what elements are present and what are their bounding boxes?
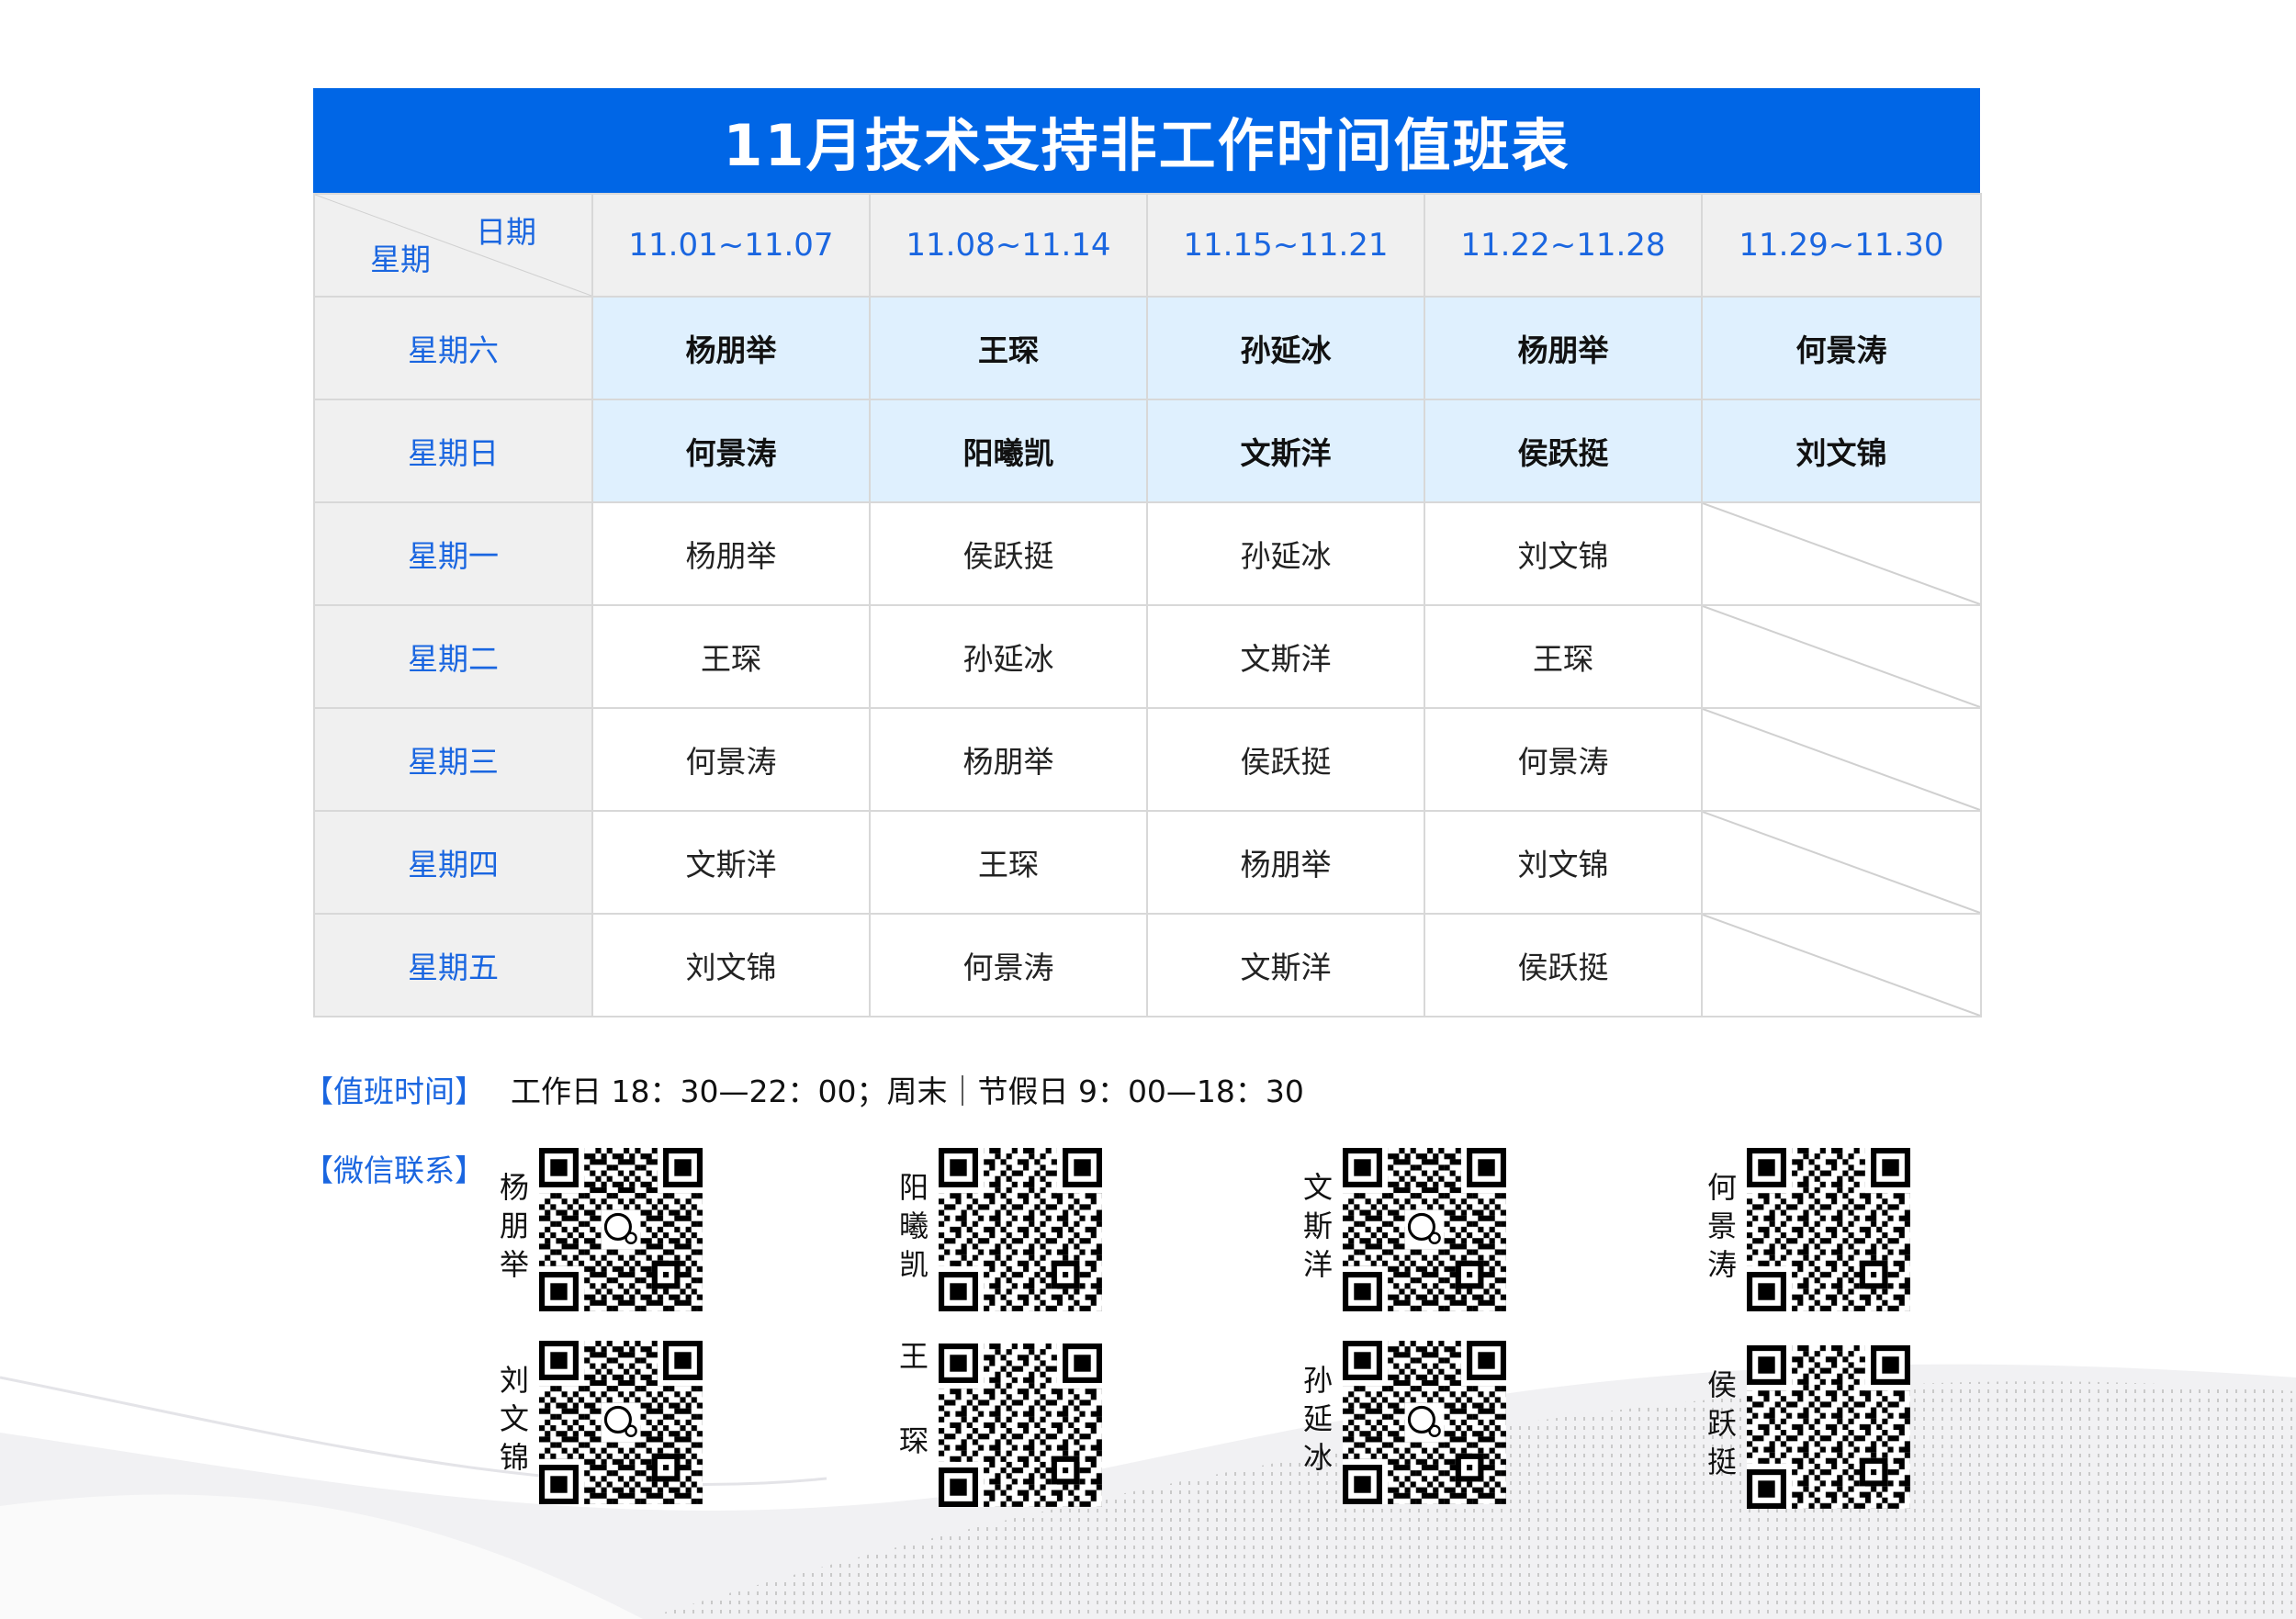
wechat-qr-code-icon[interactable] xyxy=(939,1148,1102,1311)
duty-cell: 侯跃挺 xyxy=(1424,399,1703,503)
wechat-contact[interactable]: 文斯洋 xyxy=(1295,1148,1506,1311)
weekday-label: 星期日 xyxy=(313,399,593,503)
duty-cell: 孙延冰 xyxy=(1146,296,1425,400)
table-row-wednesday: 星期三 何景涛 杨朋举 侯跃挺 何景涛 xyxy=(313,707,1982,812)
date-range-header: 11.22~11.28 xyxy=(1424,193,1703,298)
table-row-tuesday: 星期二 王琛 孙延冰 文斯洋 王琛 xyxy=(313,604,1982,709)
weekday-label: 星期二 xyxy=(313,604,593,709)
duty-cell: 刘文锦 xyxy=(1424,501,1703,606)
wechat-contact[interactable]: 孙延冰 xyxy=(1295,1341,1506,1504)
contact-name: 杨朋举 xyxy=(495,1172,530,1287)
duty-cell: 何景涛 xyxy=(1701,296,1982,400)
contact-name: 何景涛 xyxy=(1703,1172,1738,1287)
duty-time-line: 【值班时间】 工作日 18：30—22：00；周末｜节假日 9：00—18：30 xyxy=(303,1067,1304,1111)
empty-cell xyxy=(1701,604,1982,709)
duty-cell: 何景涛 xyxy=(1424,707,1703,812)
table-row-thursday: 星期四 文斯洋 王琛 杨朋举 刘文锦 xyxy=(313,810,1982,915)
duty-cell: 侯跃挺 xyxy=(1424,913,1703,1017)
weekday-label: 星期一 xyxy=(313,501,593,606)
wechat-contact[interactable]: 杨朋举 xyxy=(491,1148,703,1311)
wechat-qr-code-icon[interactable] xyxy=(1747,1148,1910,1311)
duty-cell: 杨朋举 xyxy=(869,707,1148,812)
wechat-qr-code-icon[interactable] xyxy=(1343,1341,1506,1504)
page-title: 11月技术支持非工作时间值班表 xyxy=(313,88,1980,193)
contact-name: 阳曦凯 xyxy=(895,1172,929,1287)
wechat-qr-code-icon[interactable] xyxy=(939,1344,1102,1507)
empty-cell xyxy=(1701,501,1982,606)
duty-cell: 王琛 xyxy=(869,810,1148,915)
empty-cell xyxy=(1701,810,1982,915)
duty-cell: 侯跃挺 xyxy=(1146,707,1425,812)
empty-cell xyxy=(1701,913,1982,1017)
duty-cell: 文斯洋 xyxy=(1146,913,1425,1017)
duty-cell: 孙延冰 xyxy=(869,604,1148,709)
duty-cell: 何景涛 xyxy=(591,707,871,812)
weekday-label: 星期三 xyxy=(313,707,593,812)
duty-cell: 孙延冰 xyxy=(1146,501,1425,606)
duty-cell: 阳曦凯 xyxy=(869,399,1148,503)
header-row: 日期 星期 11.01~11.07 11.08~11.14 11.15~11.2… xyxy=(313,193,1982,298)
duty-cell: 杨朋举 xyxy=(1424,296,1703,400)
duty-cell: 文斯洋 xyxy=(1146,399,1425,503)
contact-name: 刘文锦 xyxy=(495,1365,530,1480)
corner-date-label: 日期 xyxy=(476,214,536,250)
duty-schedule-sheet: 11月技术支持非工作时间值班表 日期 星期 11.01~11.07 11.08~… xyxy=(313,88,1982,1017)
contact-name: 王琛 xyxy=(895,1341,929,1510)
wechat-qr-code-icon[interactable] xyxy=(1343,1148,1506,1311)
duty-cell: 何景涛 xyxy=(869,913,1148,1017)
diagonal-slash xyxy=(1703,503,1980,604)
wechat-qr-code-icon[interactable] xyxy=(539,1148,703,1311)
duty-cell: 刘文锦 xyxy=(591,913,871,1017)
corner-weekday-label: 星期 xyxy=(370,242,431,277)
empty-cell xyxy=(1701,707,1982,812)
weekday-label: 星期六 xyxy=(313,296,593,400)
duty-cell: 杨朋举 xyxy=(591,296,871,400)
duty-cell: 王琛 xyxy=(1424,604,1703,709)
wechat-contact[interactable]: 王琛 xyxy=(891,1341,1102,1510)
duty-cell: 王琛 xyxy=(869,296,1148,400)
date-range-header: 11.01~11.07 xyxy=(591,193,871,298)
duty-cell: 何景涛 xyxy=(591,399,871,503)
wechat-contact-label: 【微信联系】 xyxy=(303,1152,485,1188)
wechat-contact[interactable]: 何景涛 xyxy=(1699,1148,1910,1311)
diagonal-slash xyxy=(1703,709,1980,810)
diagonal-slash xyxy=(1703,812,1980,913)
duty-cell: 文斯洋 xyxy=(591,810,871,915)
date-range-header: 11.15~11.21 xyxy=(1146,193,1425,298)
duty-cell: 杨朋举 xyxy=(591,501,871,606)
table-row-monday: 星期一 杨朋举 侯跃挺 孙延冰 刘文锦 xyxy=(313,501,1982,606)
duty-cell: 王琛 xyxy=(591,604,871,709)
diagonal-slash xyxy=(1703,915,1980,1016)
table-row-sunday: 星期日 何景涛 阳曦凯 文斯洋 侯跃挺 刘文锦 xyxy=(313,399,1982,503)
table-row-saturday: 星期六 杨朋举 王琛 孙延冰 杨朋举 何景涛 xyxy=(313,296,1982,400)
wechat-qr-code-icon[interactable] xyxy=(1747,1345,1910,1509)
contact-name: 侯跃挺 xyxy=(1703,1369,1738,1485)
duty-cell: 刘文锦 xyxy=(1701,399,1982,503)
wechat-contact[interactable]: 阳曦凯 xyxy=(891,1148,1102,1311)
duty-cell: 杨朋举 xyxy=(1146,810,1425,915)
date-range-header: 11.29~11.30 xyxy=(1701,193,1982,298)
duty-cell: 刘文锦 xyxy=(1424,810,1703,915)
diagonal-divider xyxy=(315,195,591,296)
contact-name: 文斯洋 xyxy=(1299,1172,1334,1287)
wechat-contact[interactable]: 刘文锦 xyxy=(491,1341,703,1504)
weekday-label: 星期五 xyxy=(313,913,593,1017)
diagonal-slash xyxy=(1703,606,1980,707)
corner-header-cell: 日期 星期 xyxy=(313,193,593,298)
duty-cell: 侯跃挺 xyxy=(869,501,1148,606)
wechat-contact[interactable]: 侯跃挺 xyxy=(1699,1345,1910,1509)
weekday-label: 星期四 xyxy=(313,810,593,915)
date-range-header: 11.08~11.14 xyxy=(869,193,1148,298)
table-row-friday: 星期五 刘文锦 何景涛 文斯洋 侯跃挺 xyxy=(313,913,1982,1017)
contact-name: 孙延冰 xyxy=(1299,1365,1334,1480)
duty-time-label: 【值班时间】 xyxy=(303,1074,485,1109)
wechat-qr-code-icon[interactable] xyxy=(539,1341,703,1504)
duty-time-text: 工作日 18：30—22：00；周末｜节假日 9：00—18：30 xyxy=(511,1074,1304,1109)
duty-table: 日期 星期 11.01~11.07 11.08~11.14 11.15~11.2… xyxy=(313,193,1982,1017)
duty-cell: 文斯洋 xyxy=(1146,604,1425,709)
